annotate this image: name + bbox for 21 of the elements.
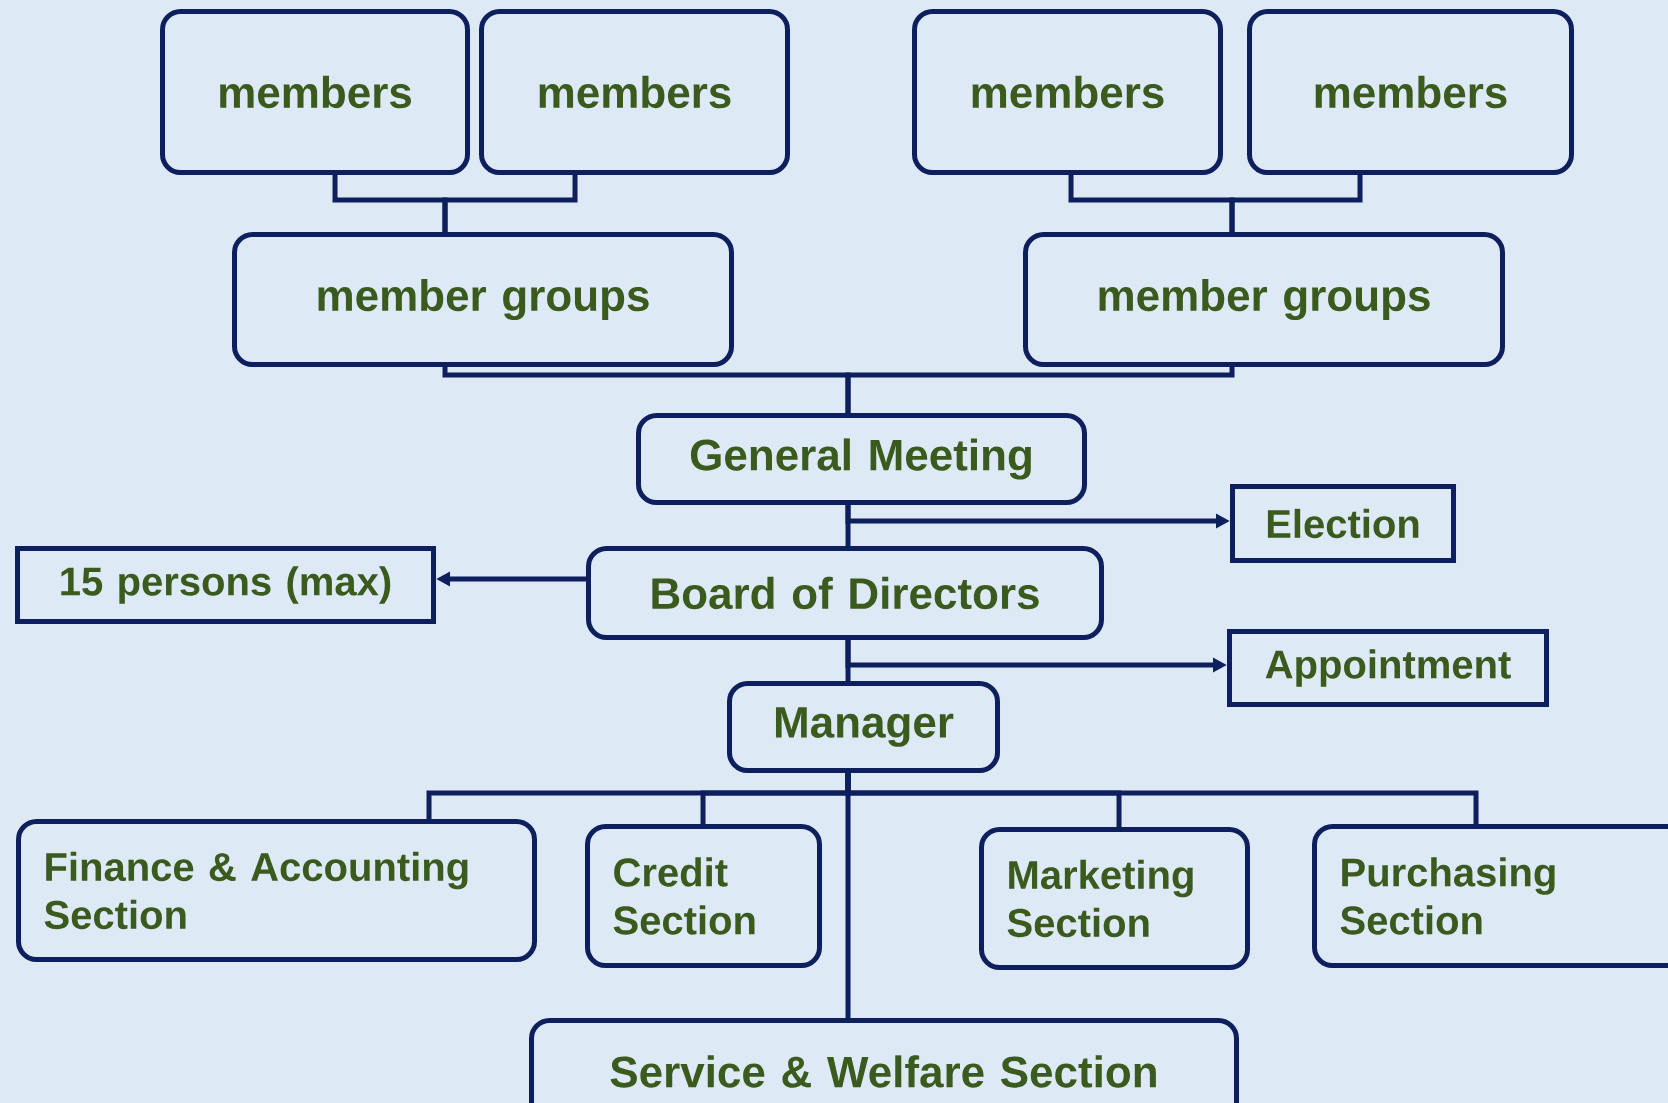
org-box: members xyxy=(479,9,790,175)
connector xyxy=(845,773,851,1018)
org-box: Service & Welfare Section xyxy=(529,1018,1239,1103)
note-box: 15 persons (max) xyxy=(15,546,436,624)
org-box: member groups xyxy=(1023,232,1505,367)
org-box: member groups xyxy=(232,232,734,367)
org-box: members xyxy=(912,9,1223,175)
connector xyxy=(442,175,578,232)
org-box: Manager xyxy=(727,681,1000,773)
note-box: Election xyxy=(1230,484,1456,563)
section-box: Marketing Section xyxy=(979,827,1250,970)
org-box: General Meeting xyxy=(636,413,1087,505)
note-box: Appointment xyxy=(1227,629,1549,707)
section-box: Finance & Accounting Section xyxy=(16,819,537,962)
section-box: Purchasing Section xyxy=(1312,824,1668,968)
connector xyxy=(1229,175,1363,232)
section-box: Credit Section xyxy=(585,824,822,968)
org-box: Board of Directors xyxy=(586,546,1104,640)
connector xyxy=(845,367,1235,413)
org-box: members xyxy=(1247,9,1574,175)
org-box: members xyxy=(160,9,470,175)
